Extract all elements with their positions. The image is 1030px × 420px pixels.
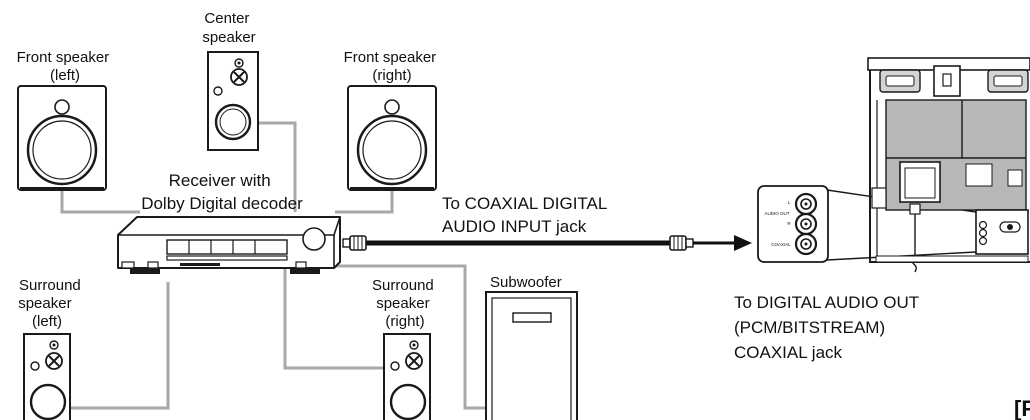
front-right-label: Front speaker (right) [344, 49, 441, 84]
jack-label-coaxial: COAXIAL [771, 242, 791, 247]
front-speaker-left [17, 85, 107, 191]
surround-right-label-line3: (right) [385, 313, 424, 330]
coax-input-label-line2: AUDIO INPUT jack [442, 217, 587, 236]
player-back-panel [867, 57, 1030, 273]
wire-surround-right-a [283, 262, 385, 370]
surround-left-label: Surround speaker (left) [18, 277, 85, 330]
digital-out-label-line1: To DIGITAL AUDIO OUT [734, 293, 919, 312]
front-left-label-line1: Front speaker [17, 49, 110, 66]
surround-right-label: Surround speaker (right) [372, 277, 438, 330]
wire-surround-left [62, 282, 170, 410]
coax-input-label: To COAXIAL DIGITAL AUDIO INPUT jack [442, 194, 611, 236]
surround-right-label-line2: speaker [376, 295, 429, 312]
jack-audio-l [794, 192, 818, 216]
front-left-label-line2: (left) [50, 67, 80, 84]
jack-panel-inset: L AUDIO OUT R COAXIAL [757, 185, 829, 263]
surround-left-label-line3: (left) [32, 313, 62, 330]
receiver [117, 216, 341, 274]
jack-label-audio-out: AUDIO OUT [764, 211, 789, 216]
surround-right-label-line1: Surround [372, 277, 434, 294]
subwoofer [485, 291, 578, 420]
front-right-label-line2: (right) [372, 67, 411, 84]
center-speaker [207, 51, 259, 151]
center-label-line1: Center [204, 10, 249, 27]
surround-left-label-line2: speaker [18, 295, 71, 312]
center-label: Center speaker [202, 10, 255, 46]
front-left-label: Front speaker (left) [17, 49, 114, 84]
cable-plug-right [669, 235, 694, 251]
arrow-icon [693, 235, 752, 251]
subwoofer-label: Subwoofer [490, 274, 562, 291]
jack-coaxial [794, 232, 818, 256]
cable-plug-left [342, 235, 367, 251]
jack-audio-r [794, 212, 818, 236]
digital-out-label-line3: COAXIAL jack [734, 343, 843, 362]
wire-front-right [335, 188, 394, 214]
surround-left-label-line1: Surround [19, 277, 81, 294]
surround-speaker-left [23, 333, 71, 420]
digital-out-label: To DIGITAL AUDIO OUT (PCM/BITSTREAM) COA… [734, 293, 924, 362]
receiver-label-line2: Dolby Digital decoder [141, 194, 303, 213]
coaxial-cable [342, 235, 752, 251]
receiver-label-line1: Receiver with [169, 171, 271, 190]
corner-mark: [F [1014, 396, 1030, 420]
digital-out-label-line2: (PCM/BITSTREAM) [734, 318, 885, 337]
wire-surround-right-b [335, 264, 488, 410]
coax-input-label-line1: To COAXIAL DIGITAL [442, 194, 607, 213]
jack-label-l: L [788, 200, 791, 205]
wire-front-left [60, 188, 140, 214]
front-right-label-line1: Front speaker [344, 49, 437, 66]
surround-speaker-right [383, 333, 431, 420]
center-label-line2: speaker [202, 29, 255, 46]
jack-label-r: R [787, 221, 791, 226]
front-speaker-right [347, 85, 437, 191]
receiver-label: Receiver with Dolby Digital decoder [141, 171, 303, 213]
